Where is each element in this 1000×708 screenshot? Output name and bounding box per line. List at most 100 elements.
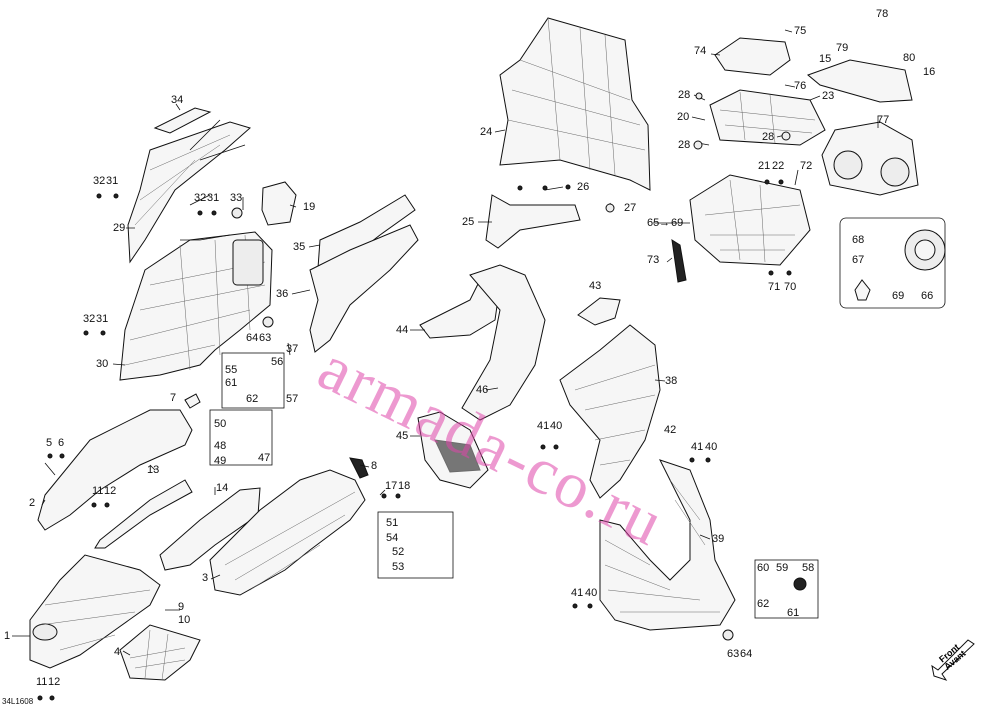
callout-40-b: 40 [705,441,718,453]
callout-arrow-icon: → [659,217,670,229]
callout-65: 65 [647,217,660,229]
callout-63-b: 63 [727,648,740,660]
callout-12-lower: 12 [48,676,61,688]
side-panel-3-part [209,469,366,596]
callout-71: 71 [768,281,781,293]
callout-45: 45 [396,430,409,442]
headlight-assembly-part [689,174,811,266]
callout-11: 11 [92,485,104,497]
callout-56: 56 [271,356,284,368]
callout-41-a: 41 [537,420,550,432]
callout-68: 68 [852,234,865,246]
deflector-25-part [485,194,581,249]
rail-15-part [807,59,913,103]
callout-61-b: 61 [787,607,800,619]
cover-19-part [261,181,297,226]
fasteners [37,92,807,701]
lamp-detail-box [839,217,946,309]
callout-48: 48 [214,440,227,452]
callout-53: 53 [392,561,405,573]
callout-32-b: 32 [194,192,207,204]
callout-25: 25 [462,216,475,228]
callout-62-a: 62 [246,393,259,405]
callout-27: 27 [624,202,637,214]
callout-57: 57 [286,393,299,405]
callout-40-c: 40 [585,587,598,599]
callout-38: 38 [665,375,678,387]
callout-19: 19 [303,201,316,213]
callout-60: 60 [757,562,770,574]
vent-43-part [577,297,621,326]
callout-31-c: 31 [96,313,109,325]
callout-32-c: 32 [83,313,96,325]
callout-28-c: 28 [678,139,691,151]
front-fascia-1-part [29,554,161,669]
callout-64-b: 64 [740,648,753,660]
callout-49: 49 [214,455,227,467]
callout-66: 66 [921,290,934,302]
windshield-part [499,17,651,191]
detail-box-55 [221,352,285,409]
callout-7: 7 [170,392,177,404]
trim-8-part [349,457,369,479]
instrument-bracket-part [709,89,826,146]
detail-box-47 [209,409,273,466]
callout-31-b: 31 [207,192,220,204]
callout-20: 20 [677,111,690,123]
callout-41-b: 41 [691,441,704,453]
callout-36: 36 [276,288,289,300]
callout-30: 30 [96,358,109,370]
callout-1: 1 [4,630,11,642]
callout-39: 39 [712,533,725,545]
callout-46: 46 [476,384,489,396]
callout-41-c: 41 [571,587,584,599]
instrument-cluster-part [821,121,919,196]
callout-77: 77 [877,114,890,126]
callout-21: 21 [758,160,771,172]
callout-32-a: 32 [93,175,106,187]
callout-47: 47 [258,452,271,464]
callout-13: 13 [147,464,160,476]
callout-3: 3 [202,572,209,584]
callout-2: 2 [29,497,36,509]
callout-62-b: 62 [757,598,770,610]
callout-22: 22 [772,160,785,172]
panel-46-part [461,264,546,421]
callout-59: 59 [776,562,789,574]
callout-73: 73 [647,254,660,266]
callout-8: 8 [371,460,378,472]
long-panel-36-part [309,224,419,353]
callout-9: 9 [178,601,185,613]
callout-18: 18 [398,480,411,492]
callout-15: 15 [819,53,832,65]
callout-67: 67 [852,254,865,266]
callout-35: 35 [293,241,306,253]
callout-76: 76 [794,80,807,92]
callout-33: 33 [230,192,243,204]
callout-31-a: 31 [106,175,119,187]
callout-80: 80 [903,52,916,64]
callout-10: 10 [178,614,191,626]
callout-6: 6 [58,437,65,449]
callout-69-b: 69 [892,290,905,302]
callout-37: 37 [286,343,299,355]
upper-side-panel-part [127,121,252,264]
callout-51: 51 [386,517,399,529]
bulb-part [854,279,871,301]
callout-70: 70 [784,281,797,293]
diagram-code: 34L1608 [2,697,34,706]
callout-28-a: 28 [678,89,691,101]
callout-74: 74 [694,45,707,57]
lower-panel-39-part [599,459,736,631]
callout-23: 23 [822,90,835,102]
callout-16: 16 [923,66,936,78]
callout-69-a: 69 [671,217,684,229]
callout-4: 4 [114,646,121,658]
side-fairing-38-part [559,324,661,499]
callout-50: 50 [214,418,227,430]
callout-11-lower: 11 [36,676,48,688]
grille-4-part [119,624,201,681]
callout-75: 75 [794,25,807,37]
